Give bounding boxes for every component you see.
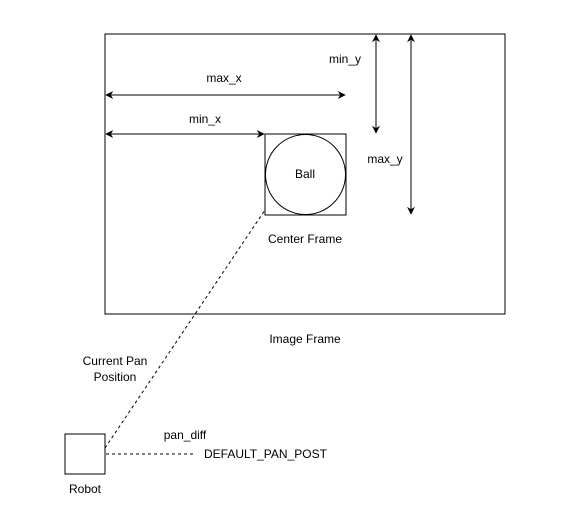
robot-rect xyxy=(64,433,106,475)
min-y-label: min_y xyxy=(329,52,361,66)
robot-label: Robot xyxy=(69,482,102,496)
image-frame-label: Image Frame xyxy=(269,332,341,346)
default-pan-post-label: DEFAULT_PAN_POST xyxy=(204,447,328,461)
pan-diff-label: pan_diff xyxy=(164,428,207,442)
min-x-label: min_x xyxy=(189,112,221,126)
center-frame-label: Center Frame xyxy=(268,232,342,246)
ball-circle xyxy=(265,134,346,215)
max-y-label: max_y xyxy=(367,152,402,166)
current-pan-line xyxy=(104,209,266,449)
max-x-label: max_x xyxy=(206,71,241,85)
current-pan-label-line1: Current Pan xyxy=(83,354,148,368)
ball-label: Ball xyxy=(295,167,315,181)
image-frame-rect xyxy=(104,33,506,315)
current-pan-label-line2: Position xyxy=(94,370,137,384)
